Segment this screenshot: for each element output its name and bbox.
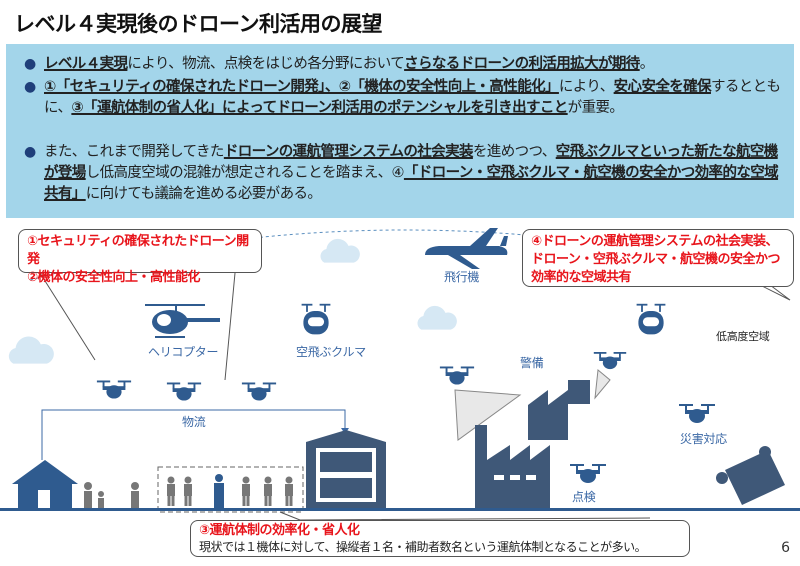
emphasis-text: 「ドローン・空飛ぶクルマ・航空機の安全かつ効率的な空域共有」: [44, 165, 779, 202]
bullet-text: また、これまで開発してきた: [44, 144, 224, 160]
callout-line: ドローン・空飛ぶクルマ・航空機の安全かつ: [531, 252, 780, 267]
page-title: レベル４実現後のドローン利活用の展望: [14, 12, 382, 36]
bullet-text: に向けても議論を進める必要がある。: [85, 186, 322, 202]
bullet-3: ● また、これまで開発してきたドローンの運航管理システムの社会実装を進めつつ、空飛…: [24, 142, 784, 205]
emphasis-text: 安心安全を確保: [613, 79, 712, 95]
drone-icon: [96, 380, 132, 399]
emphasis-text: さらなるドローンの利活用拡大が期待: [404, 56, 640, 72]
label-inspection: 点検: [572, 490, 596, 504]
house-icon: [12, 460, 78, 508]
label-disaster: 災害対応: [680, 432, 727, 446]
family-icon: [84, 482, 139, 508]
pilot-icon: [214, 474, 224, 508]
bullet-text: し低高度空域の混雑が想定されることを踏まえ、④: [85, 165, 405, 181]
callout-operation-efficiency: ③運航体制の効率化・省人化 現状では１機体に対して、操縦者１名・補助者数名という…: [190, 520, 690, 557]
bullet-text: が重要。: [567, 100, 624, 116]
drone-icon: [241, 382, 277, 401]
emphasis-text: ドローンの運航管理システムの社会実装: [223, 144, 474, 160]
label-security: 警備: [520, 356, 544, 370]
callout-line: ②機体の安全性向上・高性能化: [27, 270, 201, 285]
drone-icon: [570, 464, 606, 483]
drone-icon: [439, 366, 475, 385]
callout-heading: ③運航体制の効率化・省人化: [199, 523, 360, 538]
callout-airspace-sharing: ④ドローンの運航管理システムの社会実装、 ドローン・空飛ぶクルマ・航空機の安全か…: [522, 229, 794, 287]
airplane-icon: [425, 228, 508, 269]
emphasis-text: 空飛ぶクルマといった新たな航空機が登場: [44, 144, 778, 181]
warehouse-icon: [306, 430, 386, 508]
helicopter-icon: [145, 304, 220, 338]
disaster-icon: [716, 446, 785, 505]
cloud-icon: [417, 305, 457, 330]
flying-car-icon: [636, 303, 666, 335]
bullet-text: により、物流、点検をはじめ各分野において: [127, 56, 405, 72]
bullet-dot-icon: ●: [24, 144, 36, 160]
ground-line: [0, 508, 800, 511]
label-logistics: 物流: [182, 415, 206, 429]
label-helicopter: ヘリコプター: [148, 345, 219, 359]
drone-icon: [593, 352, 627, 370]
flying-car-icon: [301, 303, 331, 335]
callout-security-performance: ①セキュリティの確保されたドローン開発 ②機体の安全性向上・高性能化: [18, 229, 262, 285]
cloud-icon: [8, 336, 54, 364]
emphasis-text: ①「セキュリティの確保されたドローン開発」、②「機体の安全性向上・高性能化」: [44, 79, 560, 95]
bullet-dot-icon: ●: [24, 79, 36, 95]
drone-icon: [679, 404, 715, 423]
bullet-text: により、: [558, 79, 614, 95]
callout-line: 効率的な空域共有: [531, 270, 632, 285]
bullet-text: 。: [639, 56, 655, 72]
bullet-text: するとともに、: [44, 79, 781, 116]
emphasis-text: ③「運航体制の省人化」によってドローン利活用のポテンシャルを引き出すこと: [71, 100, 568, 116]
bullet-dot-icon: ●: [24, 56, 36, 72]
callout-line: ①セキュリティの確保されたドローン開発: [27, 234, 249, 267]
bullet-2: ● ①「セキュリティの確保されたドローン開発」、②「機体の安全性向上・高性能化」に…: [24, 77, 784, 119]
drone-icon: [166, 382, 202, 401]
bullet-1: ● レベル４実現により、物流、点検をはじめ各分野においてさらなるドローンの利活用拡…: [24, 54, 784, 75]
bullet-text: を進めつつ、: [472, 144, 556, 160]
summary-box: ● レベル４実現により、物流、点検をはじめ各分野においてさらなるドローンの利活用拡…: [6, 44, 794, 218]
factory-icon: [475, 380, 590, 508]
cloud-icon: [320, 238, 360, 263]
emphasis-text: レベル４実現: [44, 56, 128, 72]
operators-frame: [157, 466, 304, 513]
logistics-arrow: [41, 409, 346, 460]
label-low-airspace: 低高度空域: [716, 330, 770, 343]
page-number: 6: [781, 540, 790, 556]
label-flying-car: 空飛ぶクルマ: [296, 345, 366, 359]
callout-line: ④ドローンの運航管理システムの社会実装、: [531, 234, 778, 249]
callout-text: 現状では１機体に対して、操縦者１名・補助者数名という運航体制となることが多い。: [199, 540, 647, 554]
label-airplane: 飛行機: [444, 270, 480, 284]
